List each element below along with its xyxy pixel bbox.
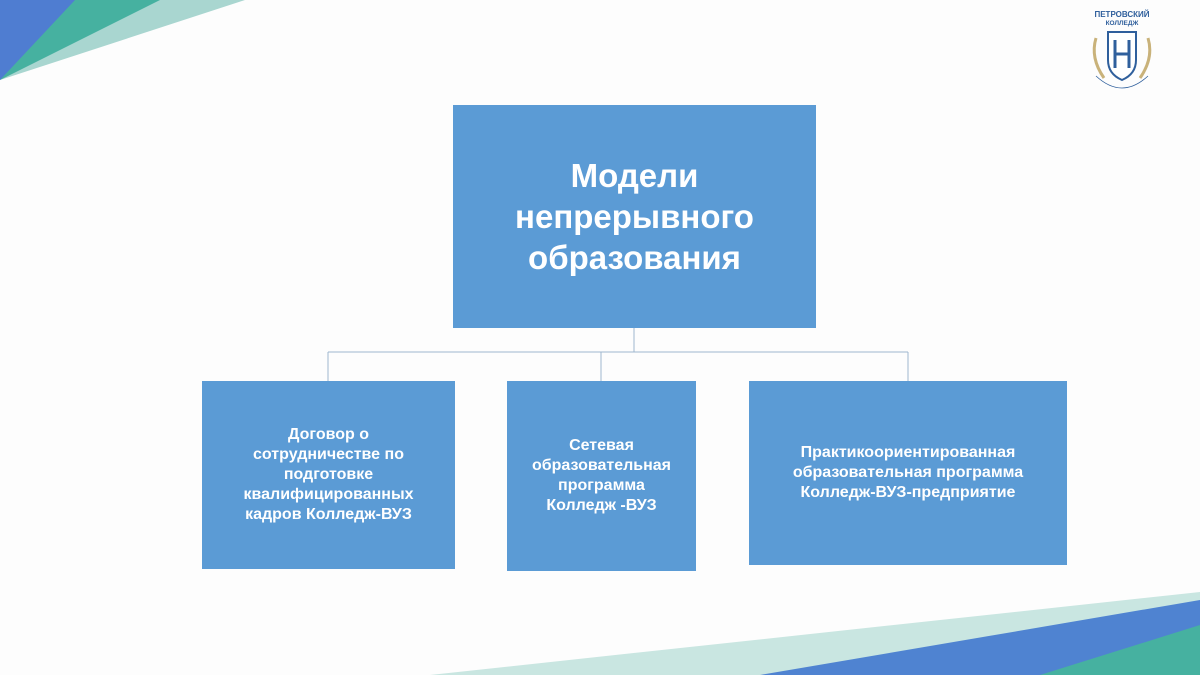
child-node-text: Сетевая образовательная программа Коллед…: [532, 436, 671, 516]
child-node-text: Практикоориентированная образовательная …: [793, 443, 1023, 503]
child-node-agreement: Договор о сотрудничестве по подготовке к…: [202, 381, 455, 569]
laurel-right-icon: [1138, 37, 1152, 79]
child-line: Практикоориентированная: [800, 444, 1016, 461]
college-logo: ПЕТРОВСКИЙ КОЛЛЕДЖ: [1092, 10, 1152, 89]
child-line: программа: [558, 477, 645, 494]
child-line: образовательная: [531, 457, 671, 474]
root-line: образования: [528, 239, 741, 276]
child-line: Сетевая: [569, 437, 634, 454]
child-line: подготовке: [283, 466, 374, 483]
child-node-practice-program: Практикоориентированная образовательная …: [749, 381, 1067, 565]
deco-bottom-teal: [1040, 625, 1200, 675]
root-node: Модели непрерывного образования: [453, 105, 816, 328]
child-line: Колледж -ВУЗ: [546, 497, 657, 514]
letter-p-icon: [1113, 40, 1131, 68]
child-line: образовательная программа: [792, 464, 1024, 481]
child-line: кадров Колледж-ВУЗ: [245, 506, 412, 523]
deco-bottom-blue: [760, 600, 1200, 675]
child-node-network-program: Сетевая образовательная программа Коллед…: [507, 381, 696, 571]
root-line: Модели: [570, 157, 699, 194]
child-line: сотрудничестве по: [253, 446, 404, 463]
child-line: Колледж-ВУЗ-предприятие: [800, 484, 1016, 501]
laurel-left-icon: [1092, 37, 1106, 79]
logo-line1: ПЕТРОВСКИЙ: [1094, 10, 1149, 19]
child-node-text: Договор о сотрудничестве по подготовке к…: [244, 425, 414, 525]
root-line: непрерывного: [515, 198, 754, 235]
deco-top-blue: [0, 0, 75, 80]
child-line: квалифицированных: [243, 486, 414, 503]
ring-arc: [1095, 75, 1149, 89]
logo-line2: КОЛЛЕДЖ: [1106, 20, 1139, 27]
root-node-text: Модели непрерывного образования: [515, 155, 754, 278]
child-line: Договор о: [288, 426, 369, 443]
